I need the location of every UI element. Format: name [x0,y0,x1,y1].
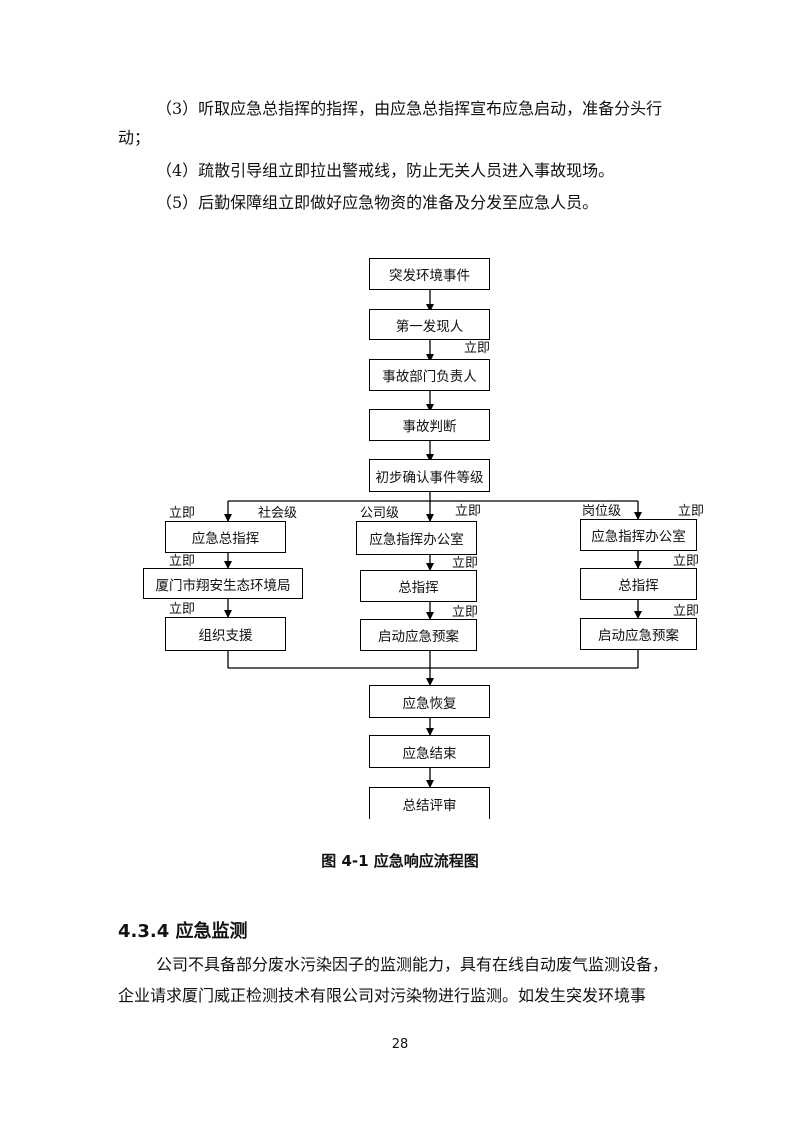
paragraph-item-3-line2: 动； [118,128,151,147]
flow-node-end: 应急结束 [369,735,490,768]
flow-node-first-finder: 第一发现人 [369,309,490,340]
paragraph-item-4: （4）疏散引导组立即拉出警戒线，防止无关人员进入事故现场。 [156,161,615,180]
flow-node-left-env-bureau: 厦门市翔安生态环境局 [143,568,303,599]
flow-label-immediately: 立即 [673,554,700,569]
flow-node-right-commander: 总指挥 [580,568,697,600]
flow-node-right-plan: 启动应急预案 [580,618,697,650]
flow-node-mid-plan: 启动应急预案 [360,619,477,651]
flow-label-immediately: 立即 [464,341,491,356]
flow-node-mid-office: 应急指挥办公室 [356,521,477,555]
flow-node-mid-commander: 总指挥 [360,570,477,602]
body-line-2: 企业请求厦门威正检测技术有限公司对污染物进行监测。如发生突发环境事 [118,986,647,1005]
flow-node-recovery: 应急恢复 [369,685,490,718]
flow-node-left-support: 组织支援 [165,617,286,651]
flow-node-department-head: 事故部门负责人 [369,359,490,391]
figure-caption: 图 4-1 应急响应流程图 [321,852,479,870]
flow-label-immediately: 立即 [169,554,196,569]
flow-label-immediately: 立即 [452,556,479,571]
flow-node-accident-judgment: 事故判断 [369,409,490,441]
flow-label-post-level: 岗位级 [582,504,622,519]
flow-node-review: 总结评审 [369,787,490,819]
body-line-1: 公司不具备部分废水污染因子的监测能力，具有在线自动废气监测设备， [156,955,669,974]
flow-label-social-level: 社会级 [258,506,298,521]
flow-node-right-office: 应急指挥办公室 [580,519,697,551]
flow-label-immediately: 立即 [455,504,482,519]
flow-label-immediately: 立即 [673,604,700,619]
flow-label-immediately: 立即 [452,605,479,620]
flow-label-immediately: 立即 [169,602,196,617]
flow-node-sudden-event: 突发环境事件 [369,258,490,290]
flow-label-company-level: 公司级 [360,506,400,521]
paragraph-item-5: （5）后勤保障组立即做好应急物资的准备及分发至应急人员。 [156,193,599,212]
section-heading: 4.3.4 应急监测 [118,921,248,942]
flow-node-preliminary-grade: 初步确认事件等级 [369,459,490,492]
flow-node-left-commander: 应急总指挥 [165,521,286,553]
page-number: 28 [391,1037,409,1052]
paragraph-item-3-line1: （3）听取应急总指挥的指挥，由应急总指挥宣布应急启动，准备分头行 [156,99,663,118]
flow-label-immediately: 立即 [169,506,196,521]
flow-label-immediately: 立即 [678,504,705,519]
